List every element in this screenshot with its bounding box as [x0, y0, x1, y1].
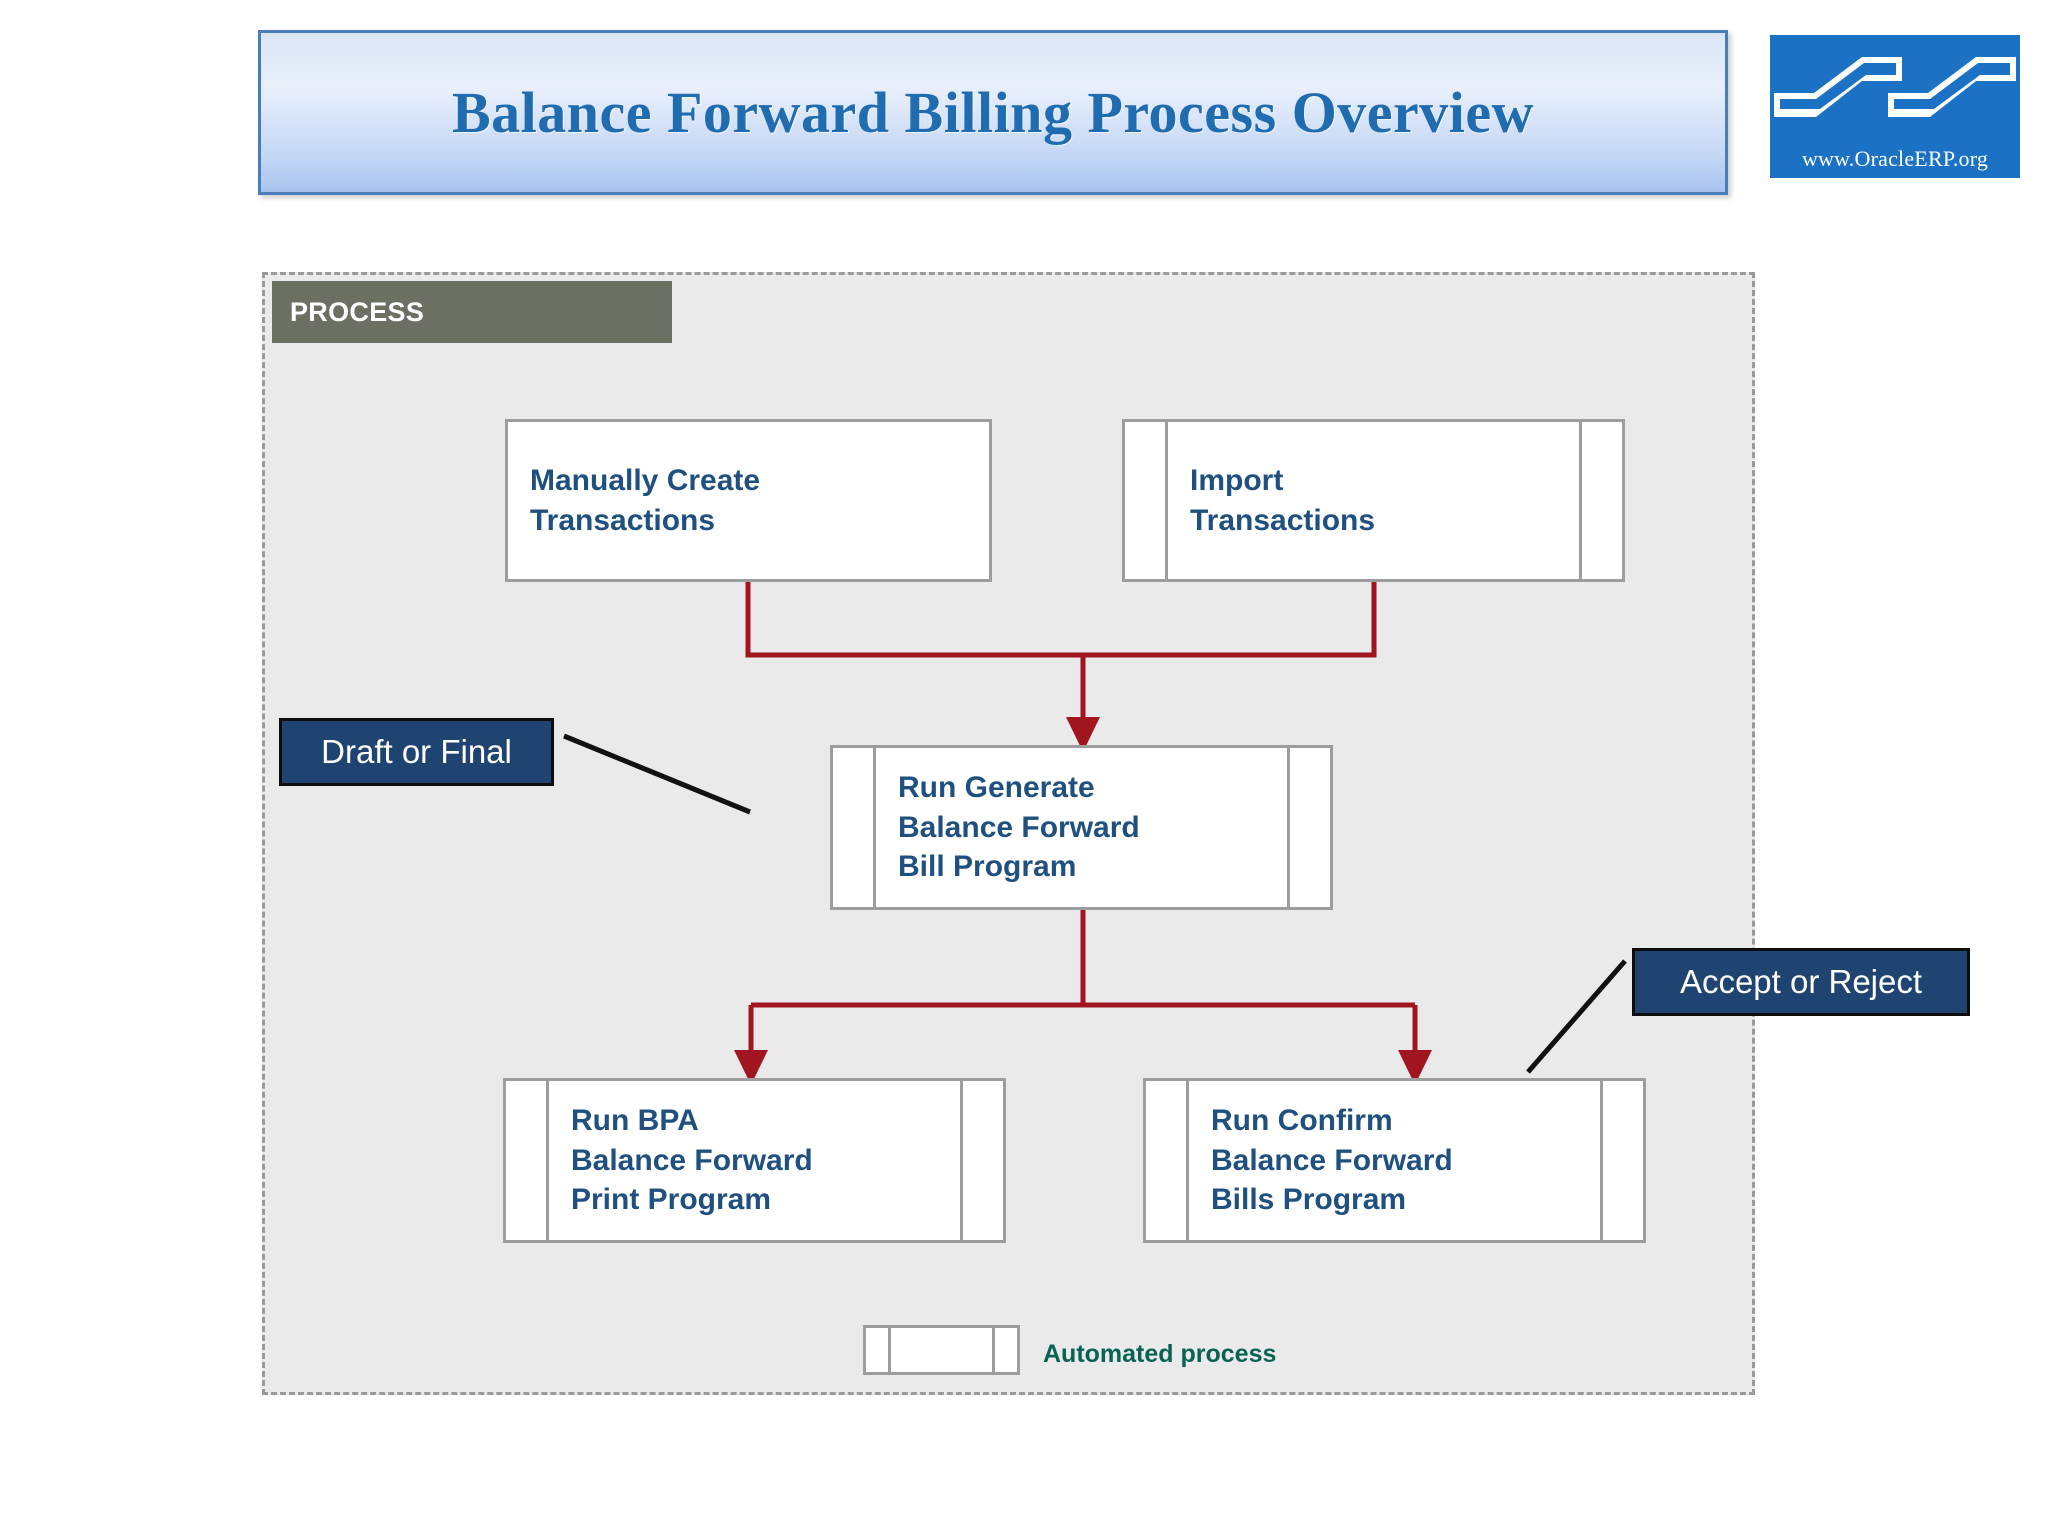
node-label: Import Transactions	[1190, 463, 1376, 537]
node-run-confirm-balance-forward-bills-program[interactable]: Run Confirm Balance Forward Bills Progra…	[1143, 1078, 1646, 1243]
callout-label: Accept or Reject	[1679, 963, 1923, 1000]
automated-bar-right	[1579, 422, 1582, 579]
automated-bar-left	[1186, 1081, 1189, 1240]
node-label: Run BPA Balance Forward Print Program	[571, 1103, 813, 1217]
legend-automated-process-shape	[863, 1325, 1020, 1375]
slide-title-bar: Balance Forward Billing Process Overview	[258, 30, 1728, 195]
node-label: Run Generate Balance Forward Bill Progra…	[898, 770, 1140, 884]
node-run-generate-balance-forward-bill-program[interactable]: Run Generate Balance Forward Bill Progra…	[830, 745, 1333, 910]
automated-bar-left	[873, 748, 876, 907]
logo-zigzag-icon	[1774, 57, 2016, 117]
node-run-bpa-balance-forward-print-program[interactable]: Run BPA Balance Forward Print Program	[503, 1078, 1006, 1243]
automated-bar-right	[1287, 748, 1290, 907]
automated-bar-left	[888, 1328, 891, 1372]
automated-bar-left	[546, 1081, 549, 1240]
callout-draft-or-final[interactable]: Draft or Final	[279, 718, 554, 786]
process-swimlane-header: PROCESS	[272, 281, 672, 343]
oracleerp-logo[interactable]: www.OracleERP.org	[1770, 35, 2020, 178]
node-label: Run Confirm Balance Forward Bills Progra…	[1211, 1103, 1453, 1217]
callout-accept-or-reject[interactable]: Accept or Reject	[1632, 948, 1970, 1016]
node-manually-create-transactions[interactable]: Manually Create Transactions	[505, 419, 992, 582]
automated-bar-right	[1600, 1081, 1603, 1240]
logo-url-text: www.OracleERP.org	[1801, 146, 1989, 171]
callout-label: Draft or Final	[321, 733, 512, 770]
node-import-transactions[interactable]: Import Transactions	[1122, 419, 1625, 582]
page-title: Balance Forward Billing Process Overview	[451, 80, 1535, 145]
automated-bar-left	[1165, 422, 1168, 579]
node-label: Manually Create Transactions	[530, 463, 761, 537]
legend-label: Automated process	[1043, 1340, 1277, 1368]
process-swimlane-label: PROCESS	[290, 296, 425, 327]
automated-bar-right	[960, 1081, 963, 1240]
automated-bar-right	[992, 1328, 995, 1372]
